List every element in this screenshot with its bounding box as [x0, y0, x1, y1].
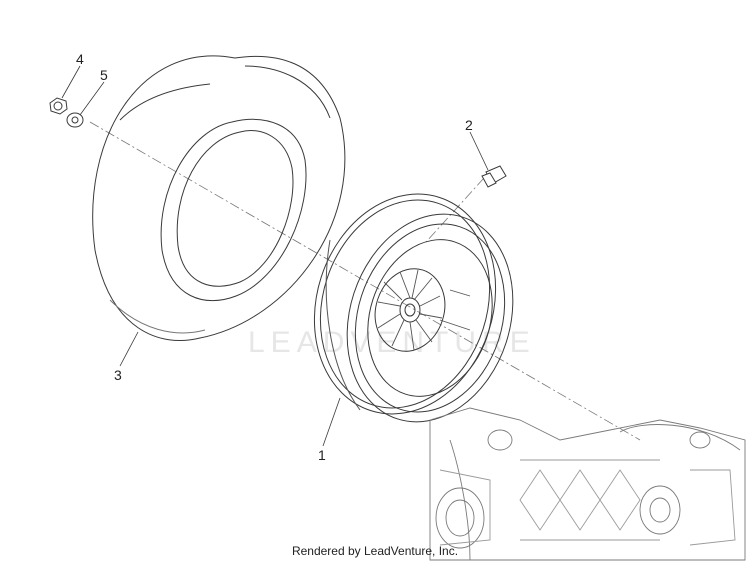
rim-bolt[interactable]	[481, 165, 507, 188]
footer-credit: Rendered by LeadVenture, Inc.	[291, 544, 459, 558]
callout-4: 4	[76, 51, 84, 67]
callout-2: 2	[465, 117, 473, 133]
leader-line-1	[322, 397, 341, 447]
washer[interactable]	[66, 112, 84, 128]
leader-line-5	[79, 81, 105, 116]
callout-3: 3	[114, 367, 122, 383]
callout-5: 5	[100, 67, 108, 83]
explode-axis-line	[89, 121, 641, 441]
engine-case	[429, 407, 746, 561]
wheel-rim[interactable]	[287, 170, 539, 443]
leader-line-2	[469, 131, 489, 171]
leader-line-3	[119, 331, 139, 367]
watermark: LEADVENTURE	[248, 326, 536, 359]
axle-nut[interactable]	[49, 97, 68, 115]
leader-lines	[61, 65, 489, 447]
leader-line-4	[61, 65, 81, 99]
tire[interactable]	[92, 55, 346, 341]
callout-1: 1	[318, 447, 326, 463]
